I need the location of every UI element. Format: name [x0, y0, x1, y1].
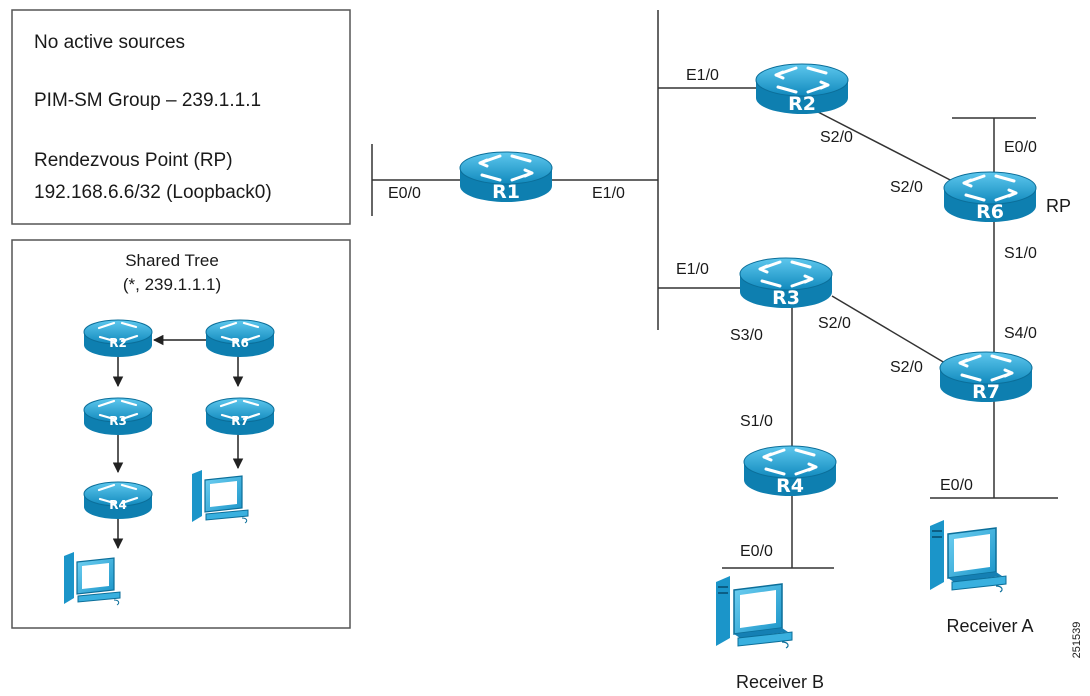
if-r2-e1: E1/0	[686, 67, 719, 84]
receiver-a-pc-icon	[929, 519, 1007, 593]
router-r1: R1	[458, 150, 554, 204]
link-r2-r6	[817, 111, 959, 185]
router-r4: R4	[742, 444, 838, 498]
router-r3: R3	[738, 256, 834, 310]
if-r2-s2: S2/0	[820, 129, 853, 146]
receiver-b-pc-icon	[715, 575, 793, 649]
if-r1-e0: E0/0	[388, 185, 421, 202]
router-r6-label: R6	[976, 201, 1004, 223]
legend-router-r6: R6	[204, 318, 276, 359]
if-r3-s3: S3/0	[730, 327, 763, 344]
router-r3-label: R3	[772, 287, 800, 309]
legend-r7-label: R7	[231, 414, 249, 428]
if-r7-s4: S4/0	[1004, 325, 1037, 342]
network-links	[371, 10, 1058, 569]
legend-router-r2: R2	[82, 318, 154, 359]
router-r6: R6	[942, 170, 1038, 224]
router-r4-label: R4	[776, 475, 804, 497]
receiver-a-label: Receiver A	[946, 616, 1033, 636]
if-r6-s2: S2/0	[890, 179, 923, 196]
if-r3-s2: S2/0	[818, 315, 851, 332]
info-group: PIM-SM Group – 239.1.1.1	[34, 90, 261, 111]
receiver-b-label: Receiver B	[736, 672, 824, 692]
if-r4-e0: E0/0	[740, 543, 773, 560]
legend-router-r3: R3	[82, 396, 154, 437]
if-r3-e1: E1/0	[676, 261, 709, 278]
if-r6-e0: E0/0	[1004, 139, 1037, 156]
legend-title: Shared Tree	[125, 251, 219, 270]
info-rp-address: 192.168.6.6/32 (Loopback0)	[34, 182, 272, 203]
router-r2: R2	[754, 62, 850, 116]
router-r1-label: R1	[492, 181, 520, 203]
legend-r4-label: R4	[109, 498, 127, 512]
router-r7-label: R7	[972, 381, 1000, 403]
figure-id: 251539	[1071, 622, 1083, 659]
legend-router-r4: R4	[82, 480, 154, 521]
legend-pc-receiver-b	[63, 551, 121, 606]
interface-labels: E0/0 E1/0 E1/0 S2/0 S2/0 E0/0 S1/0 E1/0 …	[388, 67, 1037, 560]
legend-subtitle: (*, 239.1.1.1)	[123, 275, 221, 294]
legend-router-r7: R7	[204, 396, 276, 437]
info-box: No active sources PIM-SM Group – 239.1.1…	[11, 9, 351, 225]
if-r1-e1: E1/0	[592, 185, 625, 202]
info-no-sources: No active sources	[34, 32, 185, 53]
info-rp-title: Rendezvous Point (RP)	[34, 150, 233, 171]
if-r6-s1: S1/0	[1004, 245, 1037, 262]
router-r2-label: R2	[788, 93, 816, 115]
if-r7-e0: E0/0	[940, 477, 973, 494]
if-r4-s1: S1/0	[740, 413, 773, 430]
router-r7: R7	[938, 350, 1034, 404]
legend-r6-label: R6	[231, 336, 249, 350]
link-r3-r7	[831, 295, 951, 367]
legend-r2-label: R2	[109, 336, 127, 350]
legend-r3-label: R3	[109, 414, 127, 428]
if-r7-s2: S2/0	[890, 359, 923, 376]
shared-tree-legend: Shared Tree (*, 239.1.1.1) R2 R6 R3 R7 R…	[11, 239, 351, 629]
legend-pc-receiver-a	[191, 469, 249, 524]
rp-label: RP	[1046, 196, 1071, 216]
